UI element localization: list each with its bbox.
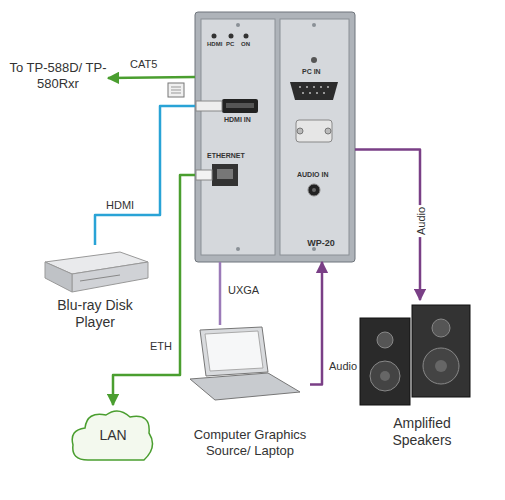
ethernet-port <box>196 164 238 186</box>
cloud: LAN <box>68 405 158 467</box>
speaker <box>360 305 470 405</box>
wall-plate <box>312 23 316 27</box>
hdmi-port <box>226 103 254 108</box>
panel-label: ETHERNET <box>207 152 245 159</box>
signal-label: ETH <box>148 340 174 352</box>
node-text: Computer Graphics Source/ Laptop <box>190 427 310 458</box>
destination-text: To TP-588D/ TP-580Rxr <box>8 60 108 96</box>
hdmi-port <box>222 99 258 113</box>
wall-plate: WP-20 <box>195 12 355 262</box>
speaker <box>432 319 450 337</box>
wall-plate <box>236 23 240 27</box>
ethernet-port <box>196 170 212 180</box>
node-text: Amplified Speakers <box>372 415 472 449</box>
vga-port <box>320 86 322 88</box>
device-box: Blu-ray Disk Player <box>40 245 150 355</box>
node-text: WP-20 <box>291 238 351 249</box>
cat5-connector <box>168 83 184 97</box>
speaker <box>423 348 459 384</box>
laptop <box>205 331 263 371</box>
signal-label: Audio <box>415 205 427 237</box>
signal-label: UXGA <box>226 284 261 296</box>
panel-label: PC IN <box>302 68 321 75</box>
wall-plate <box>280 19 349 255</box>
speaker <box>360 318 410 405</box>
vga-port <box>299 86 301 88</box>
laptop <box>190 373 300 400</box>
vga-port <box>302 92 304 94</box>
vga-port <box>290 82 338 100</box>
panel-label: PC <box>226 41 234 47</box>
node-text: To TP-588D/ TP-580Rxr <box>8 60 108 91</box>
node-text: Blu-ray Disk Player <box>45 297 145 331</box>
panel-label: HDMI <box>207 41 222 47</box>
vga-port <box>327 86 329 88</box>
vga-port <box>309 92 311 94</box>
panel-label: AUDIO IN <box>297 171 329 178</box>
vga-port <box>313 86 315 88</box>
hdmi-port <box>196 99 258 113</box>
cable-connector <box>219 262 222 325</box>
cable-connector <box>355 150 420 301</box>
signal-label: Audio <box>327 360 359 372</box>
speaker <box>380 371 390 381</box>
audio-jack <box>308 184 320 196</box>
cat5-connector <box>171 90 181 91</box>
speaker <box>435 360 447 372</box>
led <box>229 34 234 39</box>
vga-port <box>323 92 325 94</box>
vga-port <box>290 82 338 142</box>
cable-connector <box>108 77 195 78</box>
vga-port <box>296 120 332 142</box>
blu-ray-player <box>72 262 148 292</box>
device-box: Computer Graphics Source/ Laptop <box>190 325 310 495</box>
wall-plate <box>201 19 275 255</box>
led <box>244 34 249 39</box>
signal-label: CAT5 <box>128 58 159 70</box>
cable-connector <box>310 262 322 385</box>
speaker <box>370 361 400 391</box>
hdmi-port <box>196 101 222 111</box>
blu-ray-player <box>80 275 120 281</box>
node-text: LAN <box>68 427 158 444</box>
audio-jack <box>308 184 320 196</box>
wall-plate <box>195 12 355 262</box>
vga-port <box>306 86 308 88</box>
signal-label: HDMI <box>104 199 136 211</box>
blu-ray-player <box>45 262 72 292</box>
laptop <box>190 327 300 400</box>
cat5-connector <box>168 83 184 97</box>
cat5-connector <box>171 93 181 94</box>
vga-port <box>325 128 331 134</box>
vga-port <box>316 92 318 94</box>
led <box>311 57 317 63</box>
wall-plate <box>236 247 240 251</box>
laptop <box>200 327 268 376</box>
wall-plate <box>195 12 355 262</box>
ethernet-port <box>212 164 238 186</box>
device-box: Amplified Speakers <box>350 300 495 480</box>
vga-port <box>297 128 303 134</box>
panel-label: HDMI IN <box>224 116 251 123</box>
audio-jack <box>312 188 316 192</box>
speaker <box>412 305 470 397</box>
ethernet-port <box>217 169 233 179</box>
cat5-connector <box>171 87 181 88</box>
led <box>212 34 318 64</box>
led <box>212 34 217 39</box>
speaker <box>377 332 393 348</box>
blu-ray-player <box>45 252 148 292</box>
panel-label: ON <box>241 41 250 47</box>
